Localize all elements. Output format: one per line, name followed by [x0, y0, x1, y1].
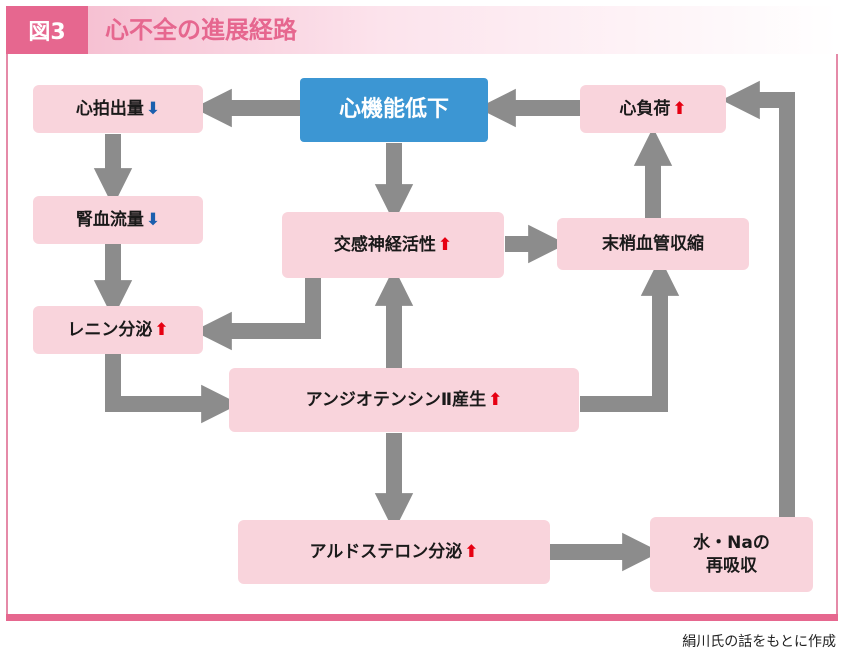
node-label: アンジオテンシンⅡ産生 — [305, 389, 487, 410]
source-credit: 絹川氏の話をもとに作成 — [682, 634, 836, 650]
node-cardiac-output: 心拍出量⬇ — [33, 85, 203, 133]
node-reabsorption: 水・Naの 再吸収 — [650, 517, 813, 592]
node-label: 末梢血管収縮 — [602, 233, 704, 254]
node-cardiac-dysfunction: 心機能低下 — [300, 78, 488, 142]
up-arrow-icon: ⬆ — [437, 234, 453, 255]
node-label-line2: 再吸収 — [706, 555, 757, 576]
arrow-angiotensin-to-vasoconstriction — [580, 257, 680, 412]
down-arrow-icon: ⬇ — [145, 98, 161, 119]
arrow-sympathetic-to-renin — [193, 278, 321, 351]
node-label: レニン分泌 — [67, 319, 153, 340]
node-aldosterone: アルドステロン分泌⬆ — [238, 520, 550, 584]
node-label: 心負荷 — [619, 98, 671, 119]
node-label: 腎血流量 — [75, 209, 144, 230]
node-renin: レニン分泌⬆ — [33, 306, 203, 354]
node-label: アルドステロン分泌 — [309, 541, 463, 562]
node-vasoconstriction: 末梢血管収縮 — [557, 218, 749, 270]
figure-label: 図3 — [6, 6, 88, 54]
up-arrow-icon: ⬆ — [154, 319, 169, 340]
up-arrow-icon: ⬆ — [488, 389, 503, 410]
node-renal-blood-flow: 腎血流量⬇ — [33, 196, 203, 244]
figure-header — [6, 6, 838, 54]
up-arrow-icon: ⬆ — [672, 98, 687, 119]
arrow-renin-to-angiotensin — [105, 354, 240, 424]
node-sympathetic: 交感神経活性⬆ — [282, 212, 504, 278]
node-label: 心拍出量 — [75, 98, 144, 119]
bottom-rule — [6, 614, 838, 621]
figure-title: 心不全の進展経路 — [105, 16, 297, 44]
node-label: 心機能低下 — [338, 96, 449, 122]
up-arrow-icon: ⬆ — [464, 541, 479, 562]
node-cardiac-load: 心負荷⬆ — [580, 85, 726, 133]
arrow-reabsorption-to-load — [721, 80, 795, 518]
node-label-line1: 水・Naの — [693, 533, 770, 554]
down-arrow-icon: ⬇ — [145, 209, 161, 230]
node-label: 交感神経活性 — [333, 234, 436, 255]
node-angiotensin: アンジオテンシンⅡ産生⬆ — [229, 368, 579, 432]
